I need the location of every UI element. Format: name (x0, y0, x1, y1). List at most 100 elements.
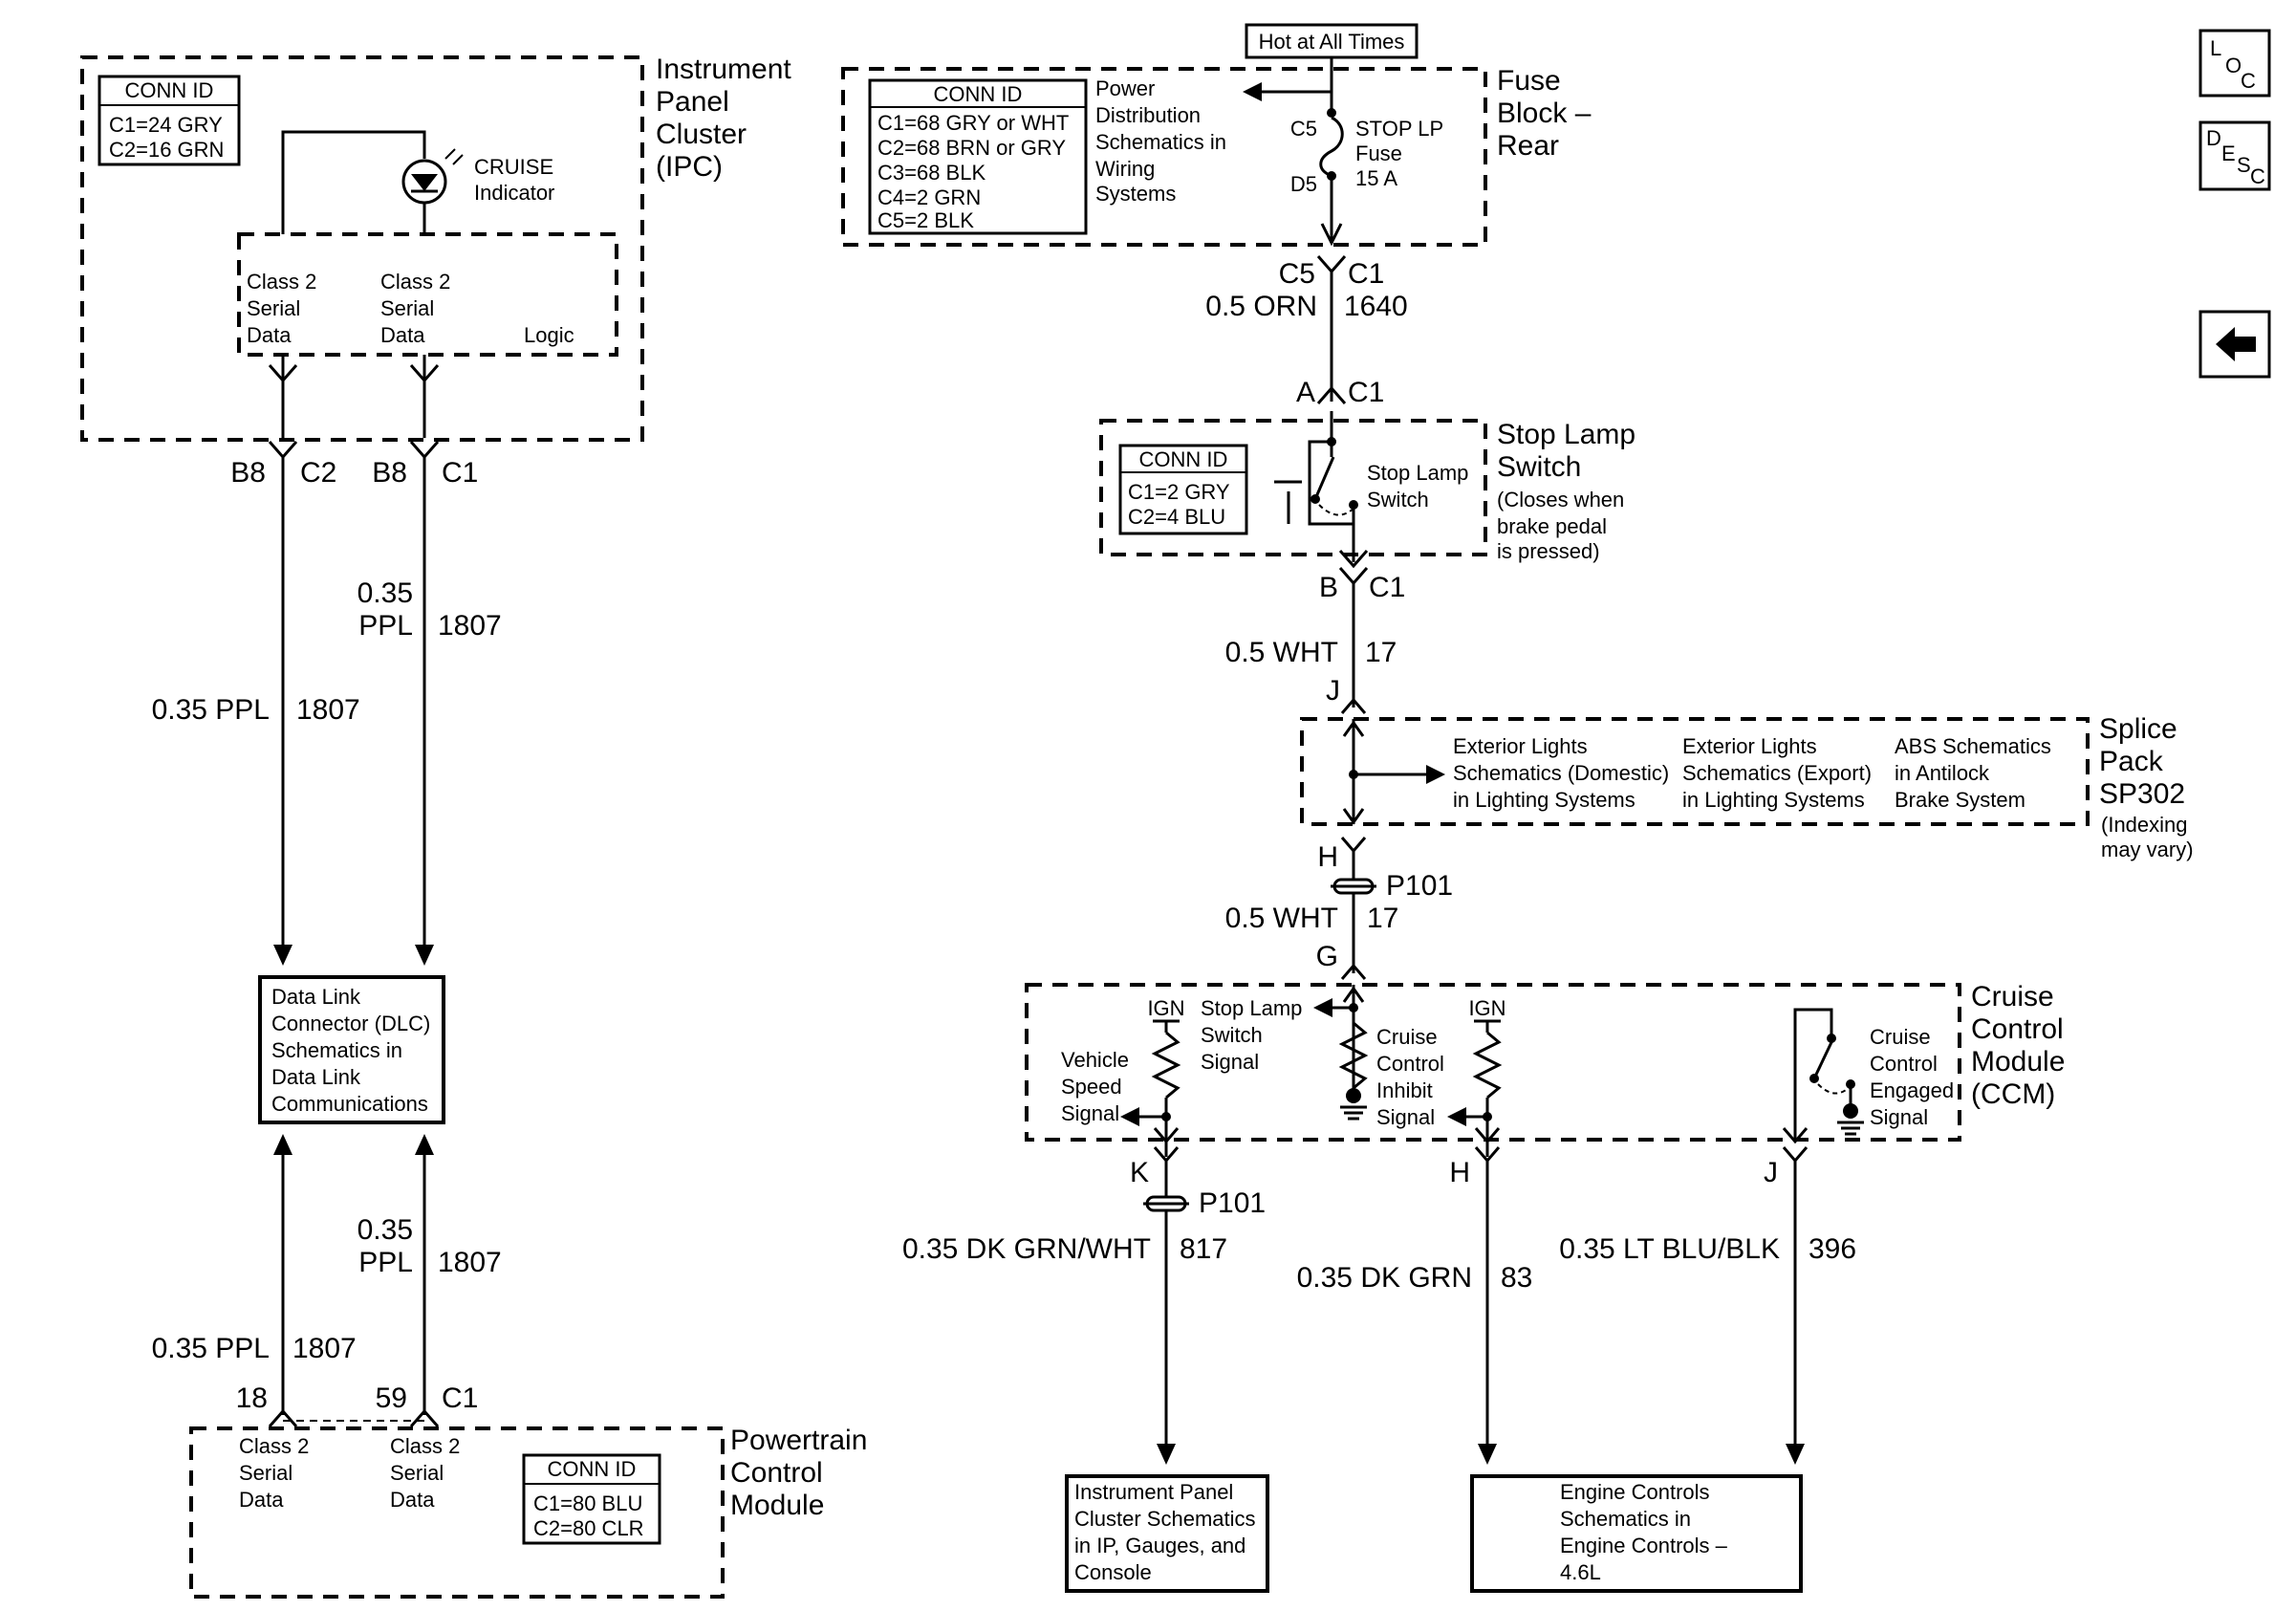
stop-lamp-switch-label-1: Stop Lamp (1367, 461, 1468, 485)
connector-symbol (409, 441, 440, 460)
stop-lamp-switch-in-pin: A (1296, 377, 1315, 408)
pcm-connector: C1 (442, 1382, 478, 1414)
connector-symbol (1340, 963, 1367, 980)
wire-orn-circuit: 1640 (1344, 291, 1408, 322)
connector-symbol (1316, 385, 1347, 404)
fuse-block-conn-id-title: CONN ID (934, 82, 1023, 106)
wire-lower-right-circuit: 1807 (438, 1247, 502, 1278)
power-distribution-line-3: Schematics in (1095, 130, 1226, 154)
ccm-module-outline (1025, 983, 1961, 1142)
desc-button-frame[interactable] (2199, 120, 2271, 191)
fuse-label-line-3: 15 A (1355, 166, 1397, 190)
splice-dest-3-line-2: in Antilock (1895, 761, 1990, 785)
ipc-logic-label: Logic (524, 323, 574, 347)
pcm-title-line-1: Powertrain (730, 1425, 867, 1456)
pcm-title-line-2: Control (730, 1457, 823, 1489)
ipc-data-2-line-2: Serial (380, 296, 434, 320)
connector-symbol (268, 1408, 298, 1427)
fuse-block-title-1: Fuse (1497, 65, 1561, 97)
ipc-data-1-line-2: Serial (247, 296, 300, 320)
fuse-label-line-1: STOP LP (1355, 117, 1443, 141)
power-distribution-line-5: Systems (1095, 182, 1176, 206)
wire-lower-right-gauge-2: PPL (358, 1247, 413, 1278)
wire-orn-gauge: 0.5 ORN (1205, 291, 1317, 322)
stop-lamp-switch-conn-id-box (1118, 444, 1248, 535)
splice-dest-2-line-1: Exterior Lights (1682, 734, 1817, 758)
wire-upper-left-circuit: 1807 (296, 694, 360, 726)
ccm-vss-signal-3: Signal (1061, 1101, 1119, 1125)
wire-83-circuit: 83 (1501, 1262, 1532, 1294)
connector-symbol (1782, 1146, 1809, 1164)
stop-lamp-switch-note-2: brake pedal (1497, 514, 1607, 538)
dlc-destination-box[interactable] (258, 975, 445, 1124)
stop-lamp-switch-note-1: (Closes when (1497, 488, 1624, 512)
ipc-pin-2: B8 (372, 457, 407, 489)
desc-button[interactable]: D E S C (2199, 120, 2271, 191)
ipc-conn-id-c2: C2=16 GRN (109, 138, 224, 162)
ccm-engaged-signal-3: Engaged (1870, 1078, 1954, 1102)
splice-pack-note-1: (Indexing (2101, 813, 2188, 837)
ccm-engaged-signal-4: Signal (1870, 1105, 1928, 1129)
ipc-data-2-line-1: Class 2 (380, 270, 450, 294)
loc-button-frame[interactable] (2199, 29, 2271, 98)
stop-lamp-switch-title-1: Stop Lamp (1497, 419, 1635, 450)
fuse-block-out-connector: C1 (1348, 258, 1384, 290)
ccm-stop-lamp-signal-3: Signal (1201, 1050, 1259, 1074)
pcm-conn-id-box (522, 1453, 661, 1545)
desc-button-letter-4: C (2250, 164, 2265, 188)
stop-lamp-switch-out-connector: C1 (1369, 572, 1405, 603)
ipc-connector-1: C2 (300, 457, 336, 489)
loc-button[interactable]: L O C (2199, 29, 2271, 98)
ccm-vss-signal-2: Speed (1061, 1075, 1122, 1099)
ipc-dest-line-1: Instrument Panel (1074, 1480, 1233, 1504)
ipc-schematics-destination-box[interactable] (1065, 1474, 1269, 1593)
ipc-data-2-line-3: Data (380, 323, 425, 347)
engine-dest-line-1: Engine Controls (1560, 1480, 1710, 1504)
pcm-conn-id-c1: C1=80 BLU (533, 1491, 642, 1515)
p101-lower-label: P101 (1199, 1187, 1266, 1219)
desc-button-letter-2: E (2221, 142, 2236, 165)
splice-dest-1-line-2: Schematics (Domestic) (1453, 761, 1669, 785)
fuse-terminal-c5: C5 (1290, 117, 1317, 141)
back-button[interactable] (2199, 310, 2271, 379)
fuse-block-conn-c3: C3=68 BLK (877, 161, 986, 185)
ipc-data-1-line-3: Data (247, 323, 292, 347)
stop-lamp-switch-note-3: is pressed) (1497, 539, 1600, 563)
pcm-title-line-3: Module (730, 1490, 824, 1521)
ccm-pin-h: H (1449, 1157, 1470, 1188)
ccm-ign-2: IGN (1468, 996, 1505, 1020)
ccm-engaged-signal-2: Control (1870, 1052, 1938, 1076)
ccm-inhibit-signal-3: Inhibit (1376, 1078, 1433, 1102)
ipc-connector-2: C1 (442, 457, 478, 489)
splice-pack-title-3: SP302 (2099, 778, 2185, 810)
splice-dest-3-line-3: Brake System (1895, 788, 2025, 812)
engine-controls-destination-box[interactable] (1470, 1474, 1803, 1593)
power-distribution-line-4: Wiring (1095, 157, 1155, 181)
ipc-internal-logic-outline (237, 232, 618, 357)
stop-lamp-switch-outline (1099, 419, 1487, 556)
pcm-data-1-line-1: Class 2 (239, 1434, 309, 1458)
pcm-pin-18: 18 (236, 1382, 268, 1414)
splice-dest-1-line-1: Exterior Lights (1453, 734, 1588, 758)
ipc-module-outline (80, 55, 644, 442)
loc-button-letter-2: O (2225, 54, 2242, 77)
fuse-terminal-d5: D5 (1290, 172, 1317, 196)
ccm-title-1: Cruise (1971, 981, 2054, 1012)
ccm-inhibit-signal-4: Signal (1376, 1105, 1435, 1129)
wire-lower-right-gauge-1: 0.35 (357, 1214, 413, 1246)
cruise-indicator-label-2: Indicator (474, 181, 554, 205)
ccm-inhibit-signal-2: Control (1376, 1052, 1444, 1076)
wire-wht-upper-circuit: 17 (1365, 637, 1397, 668)
ccm-title-2: Control (1971, 1013, 2064, 1045)
stop-lamp-switch-title-2: Switch (1497, 451, 1581, 483)
ipc-conn-id-c1: C1=24 GRY (109, 113, 223, 137)
stop-lamp-switch-conn-id-title: CONN ID (1139, 447, 1228, 471)
pcm-data-2-line-3: Data (390, 1488, 435, 1512)
ipc-dest-line-3: in IP, Gauges, and (1074, 1534, 1245, 1557)
splice-dest-1-line-3: in Lighting Systems (1453, 788, 1635, 812)
ccm-stop-lamp-signal-2: Switch (1201, 1023, 1263, 1047)
light-emission-icon (444, 148, 464, 165)
wire-upper-left-gauge: 0.35 PPL (152, 694, 270, 726)
wire-upper-right-gauge-1: 0.35 (357, 577, 413, 609)
